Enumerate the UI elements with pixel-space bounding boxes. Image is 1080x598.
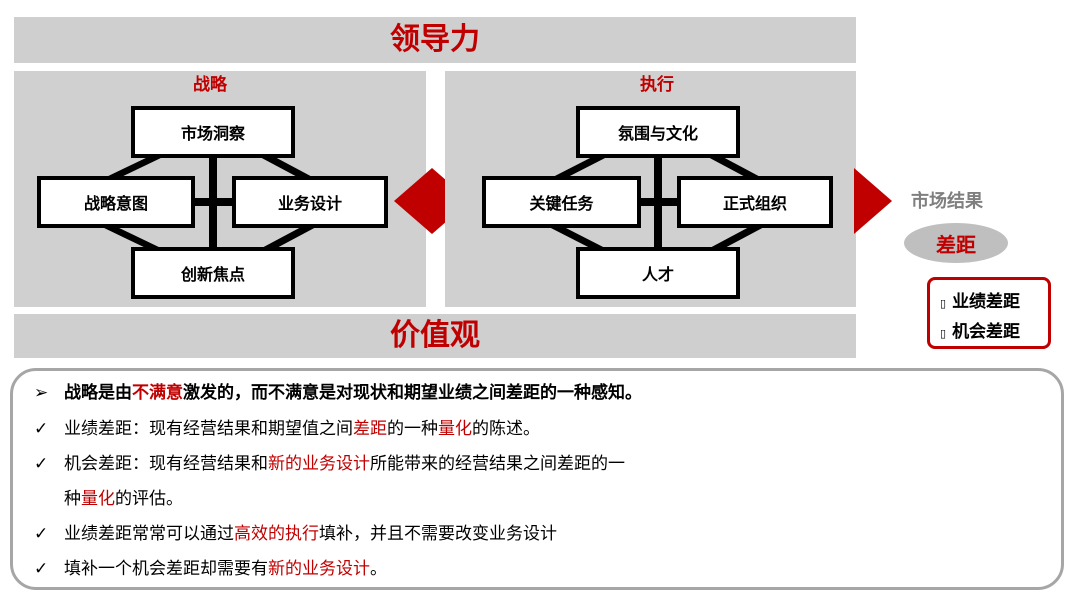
note-line-3-continued: 种量化的评估。 <box>64 488 183 510</box>
check-icon: ✓ <box>34 524 49 544</box>
note-text: 业绩差距常常可以通过 <box>64 524 234 544</box>
market-result-label: 市场结果 <box>911 191 983 212</box>
note-highlight: 新的业务设计 <box>268 559 370 579</box>
note-line-2: ✓ 业绩差距：现有经营结果和期望值之间差距的一种量化的陈述。 <box>34 418 540 440</box>
execution-box-climate-culture: 氛围与文化 <box>576 106 740 158</box>
strategy-box-innovation-focus: 创新焦点 <box>131 247 295 299</box>
note-line-3: ✓ 机会差距：现有经营结果和新的业务设计所能带来的经营结果之间差距的一 <box>34 453 625 475</box>
strategy-box-business-design: 业务设计 <box>232 176 388 228</box>
execution-title: 执行 <box>640 75 674 95</box>
note-text: 业绩差距：现有经营结果和期望值之间 <box>64 419 353 439</box>
check-icon: ✓ <box>34 559 49 579</box>
bullet-icon: ▯ <box>940 297 947 310</box>
values-title: 价值观 <box>390 318 480 353</box>
gap-ellipse: 差距 <box>904 223 1008 263</box>
strategy-box-strategic-intent: 战略意图 <box>37 176 195 228</box>
check-icon: ✓ <box>34 419 49 439</box>
note-highlight: 量化 <box>81 489 115 509</box>
strategy-box-market-insight-label: 市场洞察 <box>180 124 245 143</box>
note-line-5: ✓ 填补一个机会差距却需要有新的业务设计。 <box>34 558 387 580</box>
execution-box-climate-culture-label: 氛围与文化 <box>617 124 698 143</box>
strategy-connector-horizontal <box>190 198 236 206</box>
gap-label: 差距 <box>936 232 976 257</box>
note-text: 的评估。 <box>115 489 183 509</box>
gap-type-item: ▯ 业绩差距 <box>940 288 1038 318</box>
red-triangle-arrow <box>854 168 892 234</box>
note-highlight: 差距 <box>353 419 387 439</box>
gap-types-box: ▯ 业绩差距 ▯ 机会差距 <box>927 277 1051 349</box>
strategy-box-business-design-label: 业务设计 <box>277 194 342 213</box>
notes-box <box>10 368 1064 590</box>
execution-box-critical-tasks: 关键任务 <box>482 176 641 228</box>
strategy-box-innovation-focus-label: 创新焦点 <box>180 265 245 284</box>
gap-type-item: ▯ 机会差距 <box>940 318 1038 348</box>
note-text: 。 <box>370 559 387 579</box>
execution-box-critical-tasks-label: 关键任务 <box>529 194 594 213</box>
note-line-4: ✓ 业绩差距常常可以通过高效的执行填补，并且不需要改变业务设计 <box>34 523 557 545</box>
note-text: 填补，并且不需要改变业务设计 <box>319 524 557 544</box>
strategy-box-strategic-intent-label: 战略意图 <box>83 194 148 213</box>
note-highlight: 新的业务设计 <box>268 454 370 474</box>
note-text: 的一种 <box>387 419 438 439</box>
note-highlight: 不满意 <box>132 383 183 403</box>
strategy-box-market-insight: 市场洞察 <box>131 106 295 158</box>
gap-type-performance: 业绩差距 <box>952 292 1021 312</box>
execution-box-formal-organization-label: 正式组织 <box>722 194 787 213</box>
values-banner: 价值观 <box>14 314 856 358</box>
arrow-bullet-icon: ➢ <box>34 383 49 403</box>
note-line-1: ➢ 战略是由不满意激发的，而不满意是对现状和期望业绩之间差距的一种感知。 <box>34 382 642 404</box>
note-text: 的陈述。 <box>472 419 540 439</box>
note-text: 所能带来的经营结果之间差距的一 <box>370 454 625 474</box>
check-icon: ✓ <box>34 454 49 474</box>
note-text: 填补一个机会差距却需要有 <box>64 559 268 579</box>
leadership-title: 领导力 <box>390 22 480 57</box>
note-text: 激发的，而不满意是对现状和期望业绩之间差距的一种感知。 <box>183 383 642 403</box>
note-text: 种 <box>64 489 81 509</box>
note-text: 机会差距：现有经营结果和 <box>64 454 268 474</box>
bullet-icon: ▯ <box>940 327 947 340</box>
note-highlight: 高效的执行 <box>234 524 319 544</box>
strategy-title: 战略 <box>193 75 227 95</box>
execution-connector-horizontal <box>636 198 682 206</box>
execution-box-talent-label: 人才 <box>641 265 674 284</box>
note-text: 战略是由 <box>64 383 132 403</box>
execution-box-formal-organization: 正式组织 <box>677 176 833 228</box>
gap-type-opportunity: 机会差距 <box>952 322 1021 342</box>
execution-box-talent: 人才 <box>576 247 740 299</box>
note-highlight: 量化 <box>438 419 472 439</box>
leadership-banner: 领导力 <box>14 17 856 63</box>
